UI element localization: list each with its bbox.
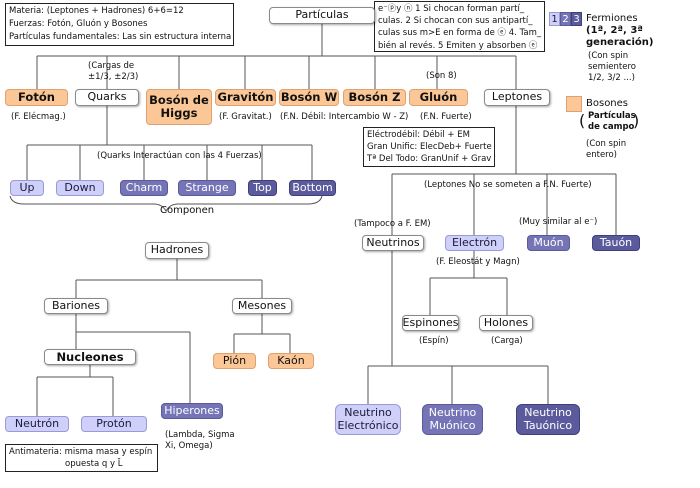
collision-info-line-1: e⁻ⓟy ⓝ 1 Si chocan forman partí_ [378, 4, 525, 14]
label-carga: (Carga) [491, 336, 523, 346]
node-holones[interactable]: Holones [479, 315, 533, 331]
node-neutrino-tauonico-line-2: Tauónico [523, 418, 573, 432]
legend-fermiones-gen2: generación) [586, 37, 654, 48]
unification-info-line-3: Tª Del Todo: GranUnif + Grav [367, 154, 492, 165]
node-hadrones[interactable]: Hadrones [145, 242, 209, 259]
label-f-elecmag: (F. Elécmag.) [11, 112, 66, 122]
label-lambda-1: (Lambda, Sigma [165, 430, 235, 440]
node-quark-down[interactable]: Down [56, 180, 104, 196]
node-neutrino-electronico-line-2: Electrónico [337, 418, 399, 432]
antimateria-info-line-1: Antimateria: misma masa y espín [9, 447, 153, 457]
node-quark-charm[interactable]: Charm [120, 180, 168, 196]
node-quark-strange[interactable]: Strange [178, 180, 236, 196]
materia-info-box: Materia: (Leptones + Hadrones) 6+6=12 Fu… [5, 3, 234, 46]
node-neutrino-muonico-line-2: Muónico [429, 418, 476, 432]
legend-fermiones-title: Fermiones [586, 13, 638, 24]
label-quarks-interact: (Quarks Interactúan con las 4 Fuerzas) [97, 151, 262, 161]
node-quark-bottom[interactable]: Bottom [289, 180, 336, 196]
node-neutron[interactable]: Neutrón [5, 416, 69, 432]
label-muy-similar: (Muy similar al e⁻) [519, 217, 598, 227]
node-quark-up[interactable]: Up [10, 180, 44, 196]
label-leptones-no: (Leptones No se someten a F.N. Fuerte) [424, 180, 592, 190]
label-f-electrostat: (F. Eleostát y Magn) [436, 257, 520, 267]
node-kaon[interactable]: Kaón [268, 353, 314, 369]
legend-bosones-spin-2: entero) [586, 150, 618, 160]
node-espinones[interactable]: Espinones [402, 315, 459, 331]
node-quarks[interactable]: Quarks [75, 89, 139, 106]
node-bariones[interactable]: Bariones [44, 298, 108, 314]
node-muon[interactable]: Muón [527, 235, 570, 251]
node-boson-z[interactable]: Bosón Z [343, 89, 406, 106]
node-mesones[interactable]: Mesones [232, 298, 292, 314]
node-neutrino-electronico-line-1: Neutrino [344, 406, 392, 420]
collision-info-line-2: culas. 2 Si chocan con sus antipartí_ [378, 16, 533, 27]
legend-bosones-close-paren: ) [633, 111, 640, 130]
node-neutrino-muonico[interactable]: Neutrino Muónico [422, 404, 483, 435]
node-leptones[interactable]: Leptones [484, 89, 550, 106]
label-f-gravitat: (F. Gravitat.) [219, 112, 272, 122]
unification-info-line-2: Gran Unific: ElecDeb+ Fuerte [367, 142, 492, 153]
label-fn-debil: (F.N. Débil: Intercambio W - Z) [280, 112, 409, 122]
node-neutrino-electronico[interactable]: Neutrino Electrónico [335, 404, 401, 435]
legend-fermiones-spin-2: semientero [588, 62, 636, 72]
node-neutrinos[interactable]: Neutrinos [362, 235, 424, 251]
legend-bosones-title: Bosones [586, 98, 629, 109]
legend-gen-3: 3 [571, 12, 582, 26]
label-cargas-2: ±1/3, ±2/3) [88, 72, 139, 82]
label-componen: Componen [160, 205, 215, 216]
node-neutrino-muonico-line-1: Neutrino [428, 406, 477, 420]
node-electron[interactable]: Electrón [445, 235, 504, 251]
label-tampoco: (Tampoco a F. EM) [354, 219, 431, 229]
collision-info-box: e⁻ⓟy ⓝ 1 Si chocan forman partí_ culas. … [374, 1, 545, 52]
node-nucleones[interactable]: Nucleones [44, 349, 136, 365]
label-fn-fuerte: (F.N. Fuerte) [420, 112, 472, 122]
label-espin: (Espín) [419, 336, 449, 346]
materia-info-line-3: Partículas fundamentales: Las sin estruc… [9, 32, 232, 42]
legend-gen-1: 1 [549, 12, 560, 26]
node-boson-w[interactable]: Bosón W [279, 89, 339, 106]
node-foton[interactable]: Fotón [5, 89, 68, 106]
node-particulas[interactable]: Partículas [269, 7, 375, 24]
legend-fermiones-spin-3: 1/2, 3/2 ...) [588, 73, 635, 83]
collision-info-line-4: bién al revés. 5 Emiten y absorben ⓔ [378, 40, 538, 51]
legend-fermiones-gen: (1ª, 2ª, 3ª [586, 25, 643, 36]
node-hiperones[interactable]: Hiperones [161, 403, 223, 419]
node-neutrino-tauonico[interactable]: Neutrino Tauónico [516, 404, 580, 435]
node-pion[interactable]: Pión [213, 353, 256, 369]
node-gluon[interactable]: Gluón [409, 89, 468, 106]
legend-bosones-spin-1: (Con spin [586, 139, 627, 149]
materia-info-line-1: Materia: (Leptones + Hadrones) 6+6=12 [9, 6, 184, 16]
node-tauon[interactable]: Tauón [592, 235, 640, 251]
node-neutrino-tauonico-line-1: Neutrino [524, 406, 572, 420]
antimateria-info-line-2: opuesta q y L̄ [65, 459, 123, 469]
node-boson-higgs[interactable]: Bosón de Higgs [146, 89, 212, 125]
materia-info-line-2: Fuerzas: Fotón, Gluón y Bosones [9, 19, 148, 29]
legend-bosones-campo-1: Partículas [588, 111, 636, 121]
label-son8: (Son 8) [426, 71, 457, 81]
legend-bosones-campo-2: de campo [588, 122, 635, 132]
node-boson-higgs-line-1: Bosón de [149, 93, 209, 108]
legend-bosones-open-paren: ( [579, 111, 586, 130]
label-lambda-2: Xi, Omega) [165, 441, 213, 451]
node-boson-higgs-line-2: Higgs [160, 106, 198, 120]
legend-gen-2: 2 [560, 12, 571, 26]
node-proton[interactable]: Protón [81, 416, 147, 432]
node-quark-top[interactable]: Top [248, 180, 277, 196]
label-cargas-1: (Cargas de [88, 61, 135, 71]
legend-bosones-swatch [566, 96, 582, 112]
collision-info-line-3: culas sus m>E en forma de ⓔ 4. Tam_ [378, 28, 542, 39]
node-graviton[interactable]: Gravitón [215, 89, 276, 106]
legend-fermiones-spin-1: (Con spin [588, 51, 629, 61]
unification-info-line-1: Eléctrodébil: Débil + EM [367, 130, 470, 140]
antimateria-info-box: Antimateria: misma masa y espín opuesta … [5, 444, 158, 472]
unification-info-box: Eléctrodébil: Débil + EM Gran Unific: El… [363, 127, 495, 167]
